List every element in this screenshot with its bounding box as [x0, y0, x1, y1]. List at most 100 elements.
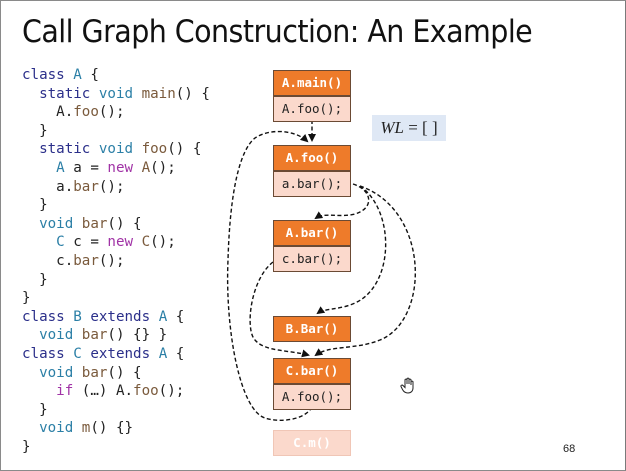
code-token: A	[158, 308, 168, 325]
code-line: }	[22, 438, 210, 457]
node-a-foo: A.foo() a.bar();	[273, 145, 351, 197]
code-token: () {}	[90, 420, 134, 437]
edge-a-foo-to-a-bar	[314, 183, 370, 220]
code-token: () {	[107, 364, 142, 381]
code-token: m	[81, 420, 91, 437]
code-line: class B extends A {	[22, 308, 210, 327]
code-token: {	[81, 67, 99, 83]
code-token: extends	[90, 345, 159, 362]
code-token: ();	[150, 159, 176, 176]
code-token: void	[22, 420, 82, 437]
code-token: main	[141, 85, 176, 102]
code-token: A	[73, 67, 82, 83]
code-token: }	[22, 401, 48, 418]
code-token: A	[158, 345, 168, 362]
code-token: ();	[158, 383, 185, 400]
edge-a-bar-to-c-bar	[249, 261, 310, 358]
hand-cursor-icon	[400, 377, 416, 400]
code-token: {	[167, 308, 185, 325]
code-line: a.bar();	[22, 178, 210, 197]
node-method-label: C.m()	[273, 430, 351, 456]
code-token: foo	[73, 104, 99, 121]
code-token: () {} }	[107, 327, 168, 344]
node-b-bar: B.Bar()	[273, 316, 351, 342]
node-method-label: A.main()	[273, 70, 351, 96]
node-a-main: A.main() A.foo();	[273, 70, 351, 122]
code-token: bar	[73, 178, 99, 195]
code-line: }	[22, 271, 210, 290]
code-token: A.	[22, 104, 74, 121]
code-token: new	[107, 159, 142, 176]
worklist-label: WL	[380, 118, 404, 137]
code-line: A a = new A();	[22, 159, 210, 178]
node-call-site: A.foo();	[273, 384, 351, 410]
node-a-bar: A.bar() c.bar();	[273, 220, 351, 272]
code-line: A.foo();	[22, 103, 210, 122]
node-method-label: B.Bar()	[273, 316, 351, 342]
code-token: if	[22, 383, 82, 400]
node-c-m-unreachable: C.m()	[273, 430, 351, 456]
code-token: c =	[73, 234, 108, 251]
code-line: C c = new C();	[22, 233, 210, 252]
code-token: A	[141, 159, 151, 176]
code-listing: class A { static void main() { A.foo(); …	[22, 66, 210, 456]
node-method-label: A.bar()	[273, 220, 351, 246]
node-c-bar: C.bar() A.foo();	[273, 358, 351, 410]
code-line: void m() {}	[22, 419, 210, 438]
code-token: }	[22, 290, 31, 307]
code-token: foo	[133, 383, 159, 400]
code-token: C	[141, 234, 151, 251]
code-token: static	[22, 85, 99, 102]
code-token: a =	[73, 159, 108, 176]
code-token: void	[22, 215, 82, 232]
code-line: class C extends A {	[22, 345, 210, 364]
code-token: B	[73, 308, 91, 325]
code-line: if (…) A.foo();	[22, 382, 210, 401]
code-token: () {	[107, 215, 142, 232]
node-call-site: a.bar();	[273, 171, 351, 197]
code-token: {	[167, 345, 185, 362]
node-method-label: C.bar()	[273, 358, 351, 384]
code-line: void bar() {	[22, 364, 210, 383]
code-line: }	[22, 122, 210, 141]
code-token: }	[22, 438, 31, 455]
page-number: 68	[563, 443, 576, 455]
code-token: bar	[81, 327, 108, 344]
code-token: }	[22, 271, 48, 288]
code-token: C	[73, 345, 91, 362]
edge-c-bar-to-a-foo	[226, 130, 313, 421]
code-token: A	[22, 159, 74, 176]
code-token: class	[22, 308, 74, 325]
node-method-label: A.foo()	[273, 145, 351, 171]
code-token: void	[98, 85, 142, 102]
code-token: class	[22, 345, 74, 362]
code-line: c.bar();	[22, 252, 210, 271]
code-token: static	[22, 141, 99, 158]
code-line: static void main() {	[22, 85, 210, 104]
code-line: }	[22, 196, 210, 215]
worklist-value: = [ ]	[408, 118, 438, 137]
code-line: }	[22, 289, 210, 308]
code-token: () {	[175, 85, 210, 102]
code-token: bar	[81, 215, 108, 232]
code-token: C	[22, 234, 74, 251]
code-line: }	[22, 401, 210, 420]
edge-a-foo-to-c-bar	[314, 185, 416, 357]
code-line: static void foo() {	[22, 140, 210, 159]
code-token: void	[98, 141, 142, 158]
code-line: void bar() {} }	[22, 326, 210, 345]
code-line: class A {	[22, 66, 210, 85]
code-token: void	[22, 364, 82, 381]
code-token: void	[22, 327, 82, 344]
code-token: bar	[81, 364, 108, 381]
code-token: bar	[73, 252, 99, 269]
code-token: ();	[98, 178, 125, 195]
worklist-box: WL = [ ]	[372, 115, 446, 141]
code-token: ();	[98, 252, 125, 269]
code-token: class	[22, 67, 74, 83]
code-token: new	[107, 234, 142, 251]
code-token: () {	[167, 141, 202, 158]
node-call-site: A.foo();	[273, 96, 351, 122]
code-token: ();	[150, 234, 176, 251]
